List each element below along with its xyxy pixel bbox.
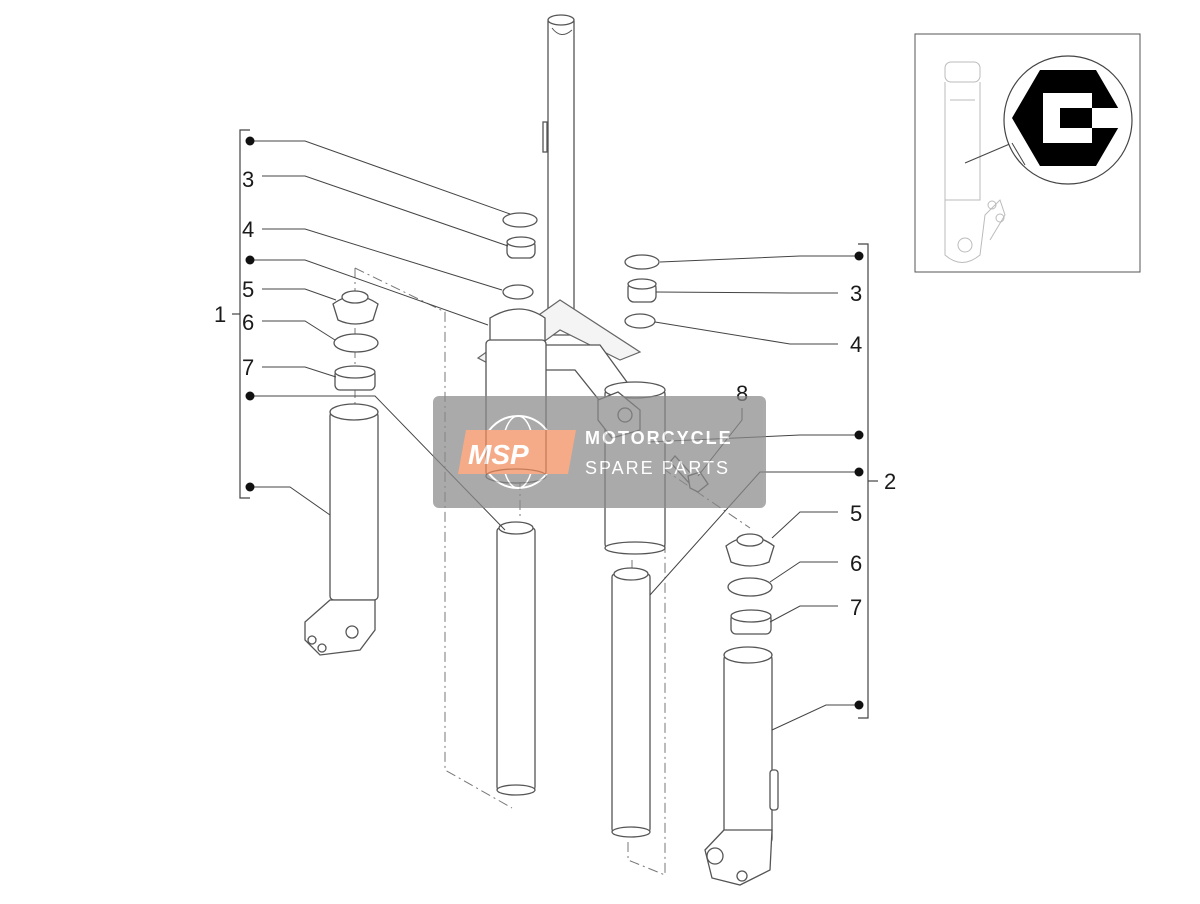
right-fork-leg bbox=[704, 646, 779, 886]
watermark-line2: SPARE PARTS bbox=[585, 458, 730, 478]
watermark-logo-text: MSP bbox=[468, 439, 529, 470]
callout-left-7: 7 bbox=[242, 355, 254, 380]
watermark-line1: MOTORCYCLE bbox=[585, 428, 733, 448]
callout-right-5: 5 bbox=[850, 501, 862, 526]
left-small-parts bbox=[332, 212, 538, 391]
tool-wrench-icon bbox=[1012, 70, 1124, 166]
group-bracket-right bbox=[858, 243, 878, 719]
callout-left-5: 5 bbox=[242, 277, 254, 302]
callout-right-4: 4 bbox=[850, 332, 862, 357]
callout-group-2: 2 bbox=[884, 469, 896, 494]
watermark-logo: MSP bbox=[458, 430, 576, 474]
right-small-parts bbox=[624, 254, 775, 635]
group-bracket-left bbox=[232, 129, 250, 499]
leader-dots bbox=[245, 136, 864, 710]
callout-left-6: 6 bbox=[242, 310, 254, 335]
callouts-left: 3 4 5 6 7 1 bbox=[214, 167, 254, 380]
inset-panel bbox=[914, 33, 1141, 273]
callout-right-3: 3 bbox=[850, 281, 862, 306]
left-fork-leg bbox=[304, 403, 379, 656]
callout-right-6: 6 bbox=[850, 551, 862, 576]
callout-group-1: 1 bbox=[214, 302, 226, 327]
watermark: MSP MOTORCYCLE SPARE PARTS bbox=[433, 396, 766, 508]
callout-left-3: 3 bbox=[242, 167, 254, 192]
inner-fork-tubes bbox=[496, 521, 651, 838]
callout-left-4: 4 bbox=[242, 217, 254, 242]
callout-right-7: 7 bbox=[850, 595, 862, 620]
